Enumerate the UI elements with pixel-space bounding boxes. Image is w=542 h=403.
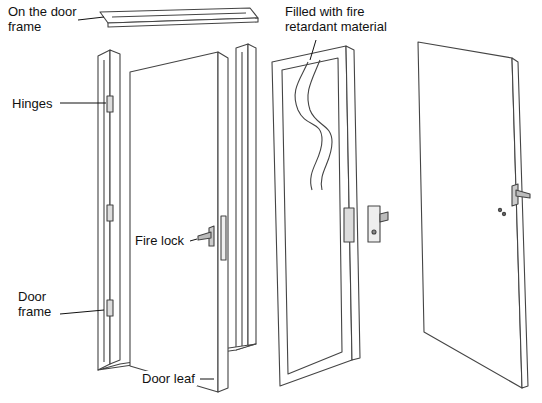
frame-header: [100, 8, 258, 27]
part-label: Door leaf: [140, 371, 197, 386]
part-label: Door frame: [18, 289, 63, 319]
leader-lines: [60, 17, 316, 379]
right-jamb: [236, 44, 256, 350]
door-leaf: [130, 52, 228, 392]
part-label: Hinges: [12, 96, 52, 111]
left-jamb: [98, 50, 120, 370]
door-skin-panel: [418, 42, 530, 388]
part-label: Fire lock: [133, 233, 186, 248]
door-core-panel: [272, 46, 388, 386]
hinge-symbols: [107, 96, 113, 316]
part-label: On the door frame: [8, 4, 78, 34]
part-label: Filled with fire retardant material: [285, 4, 415, 34]
